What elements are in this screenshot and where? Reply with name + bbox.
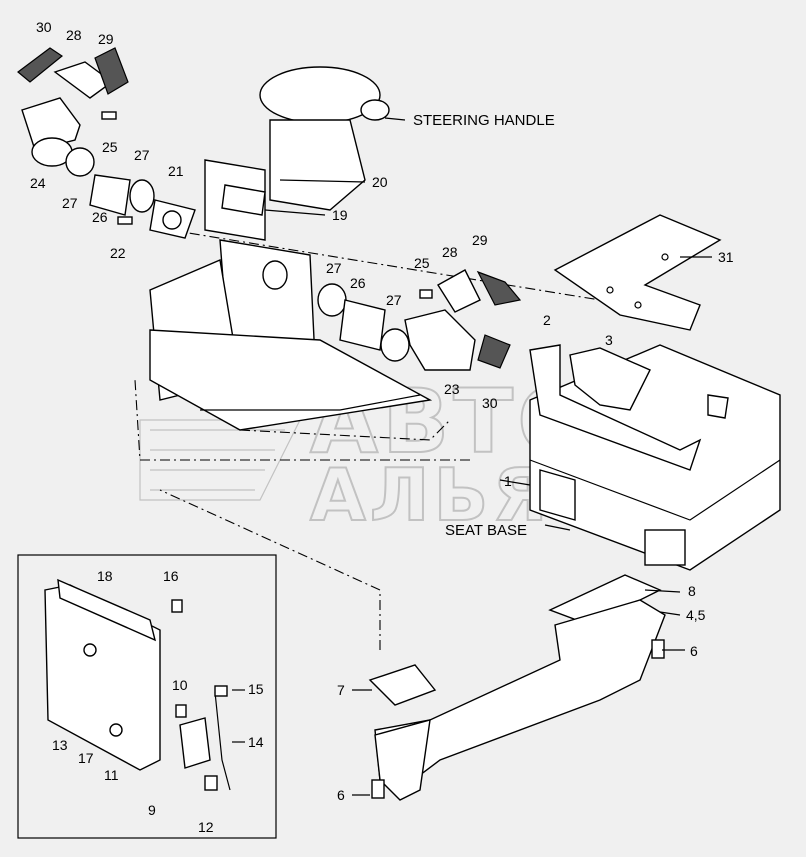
callout-16: 16 [163, 568, 179, 584]
callout-18: 18 [97, 568, 113, 584]
callout-30: 30 [482, 395, 498, 411]
callout-29: 29 [472, 232, 488, 248]
callout-31: 31 [718, 249, 734, 265]
callout-numbers: 30 28 29 25 27 21 24 27 26 22 20 19 27 2… [30, 19, 734, 835]
callout-14: 14 [248, 734, 264, 750]
callout-7: 7 [337, 682, 345, 698]
left-duct-assembly [17, 47, 196, 239]
callout-30: 30 [36, 19, 52, 35]
callout-22: 22 [110, 245, 126, 261]
callout-3: 3 [605, 332, 613, 348]
floor-duct [368, 574, 666, 801]
callout-2: 2 [543, 312, 551, 328]
callout-27: 27 [134, 147, 150, 163]
callout-28: 28 [442, 244, 458, 260]
callout-10: 10 [172, 677, 188, 693]
callout-25: 25 [102, 139, 118, 155]
callout-6: 6 [690, 643, 698, 659]
inset-panel [17, 554, 277, 839]
callout-4-5: 4,5 [686, 607, 706, 623]
callout-21: 21 [168, 163, 184, 179]
plate-31 [553, 214, 722, 331]
callout-8: 8 [688, 583, 696, 599]
center-duct-assembly [317, 269, 522, 371]
callout-13: 13 [52, 737, 68, 753]
callout-23: 23 [444, 381, 460, 397]
leader-lines [232, 117, 712, 796]
callout-25: 25 [414, 255, 430, 271]
label-steering-handle: STEERING HANDLE [413, 112, 555, 129]
callout-11: 11 [104, 767, 119, 783]
callout-9: 9 [148, 802, 156, 818]
callout-12: 12 [198, 819, 214, 835]
callout-6: 6 [337, 787, 345, 803]
callout-29: 29 [98, 31, 114, 47]
callout-24: 24 [30, 175, 46, 191]
callout-28: 28 [66, 27, 82, 43]
seat-base [529, 344, 781, 571]
steering-column [149, 66, 433, 431]
callout-15: 15 [248, 681, 264, 697]
callout-20: 20 [372, 174, 388, 190]
label-seat-base: SEAT BASE [445, 522, 527, 539]
callout-27: 27 [386, 292, 402, 308]
callout-1: 1 [504, 473, 512, 489]
callout-26: 26 [350, 275, 366, 291]
callout-27: 27 [326, 260, 342, 276]
callout-27: 27 [62, 195, 78, 211]
callout-26: 26 [92, 209, 108, 225]
callout-17: 17 [78, 750, 94, 766]
callout-19: 19 [332, 207, 348, 223]
